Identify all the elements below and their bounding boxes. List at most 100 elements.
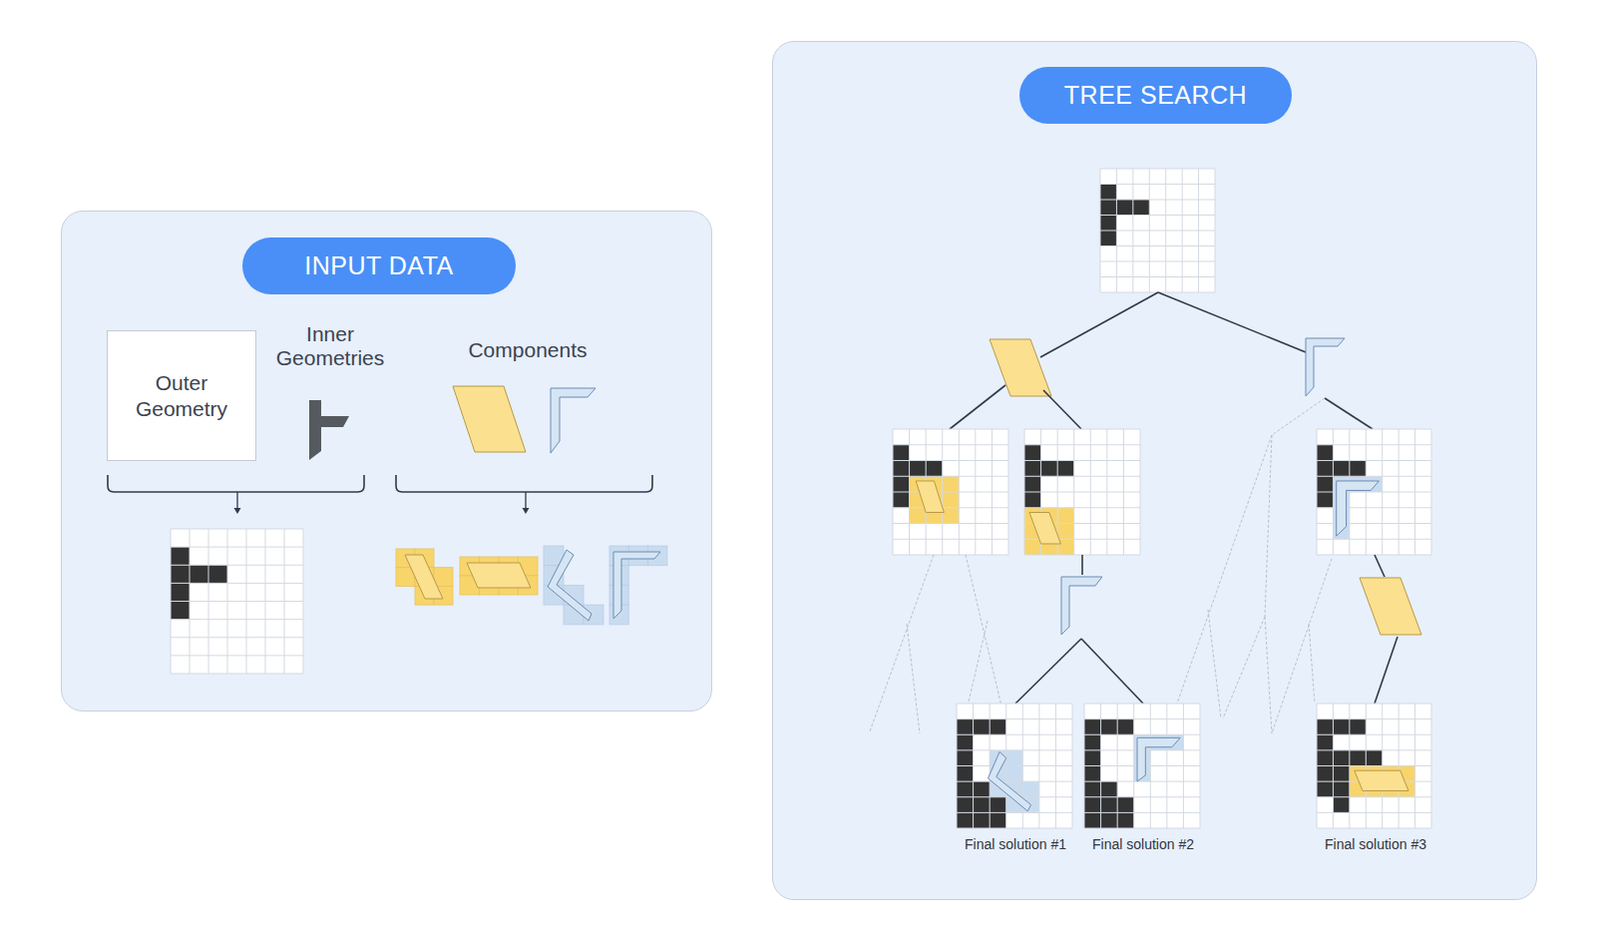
inner-geometry-cell	[1116, 199, 1133, 216]
grid-line	[1022, 703, 1024, 828]
grid-line	[1140, 428, 1142, 555]
occupied-cell	[1134, 750, 1152, 767]
pruned-branch	[1271, 558, 1332, 734]
occupied-cell	[942, 507, 960, 524]
inner-geometry-cell	[189, 564, 209, 583]
inner-geometry-cell	[956, 734, 974, 751]
grid-ground	[1316, 428, 1432, 555]
occupied-cell	[1365, 781, 1382, 798]
arrow-head	[522, 507, 530, 514]
inner-geometry-cell	[956, 750, 974, 767]
l-bracket-part	[550, 388, 596, 453]
grid-line	[1316, 443, 1432, 445]
inner-geometry-cell	[1332, 719, 1349, 736]
grid-line	[989, 703, 991, 828]
inner-geometry-cell	[1316, 444, 1333, 461]
grid-line	[1008, 428, 1010, 555]
inner-geometry-cell	[1100, 215, 1117, 232]
tree-branch	[1081, 638, 1144, 704]
inner-geometry-cell	[1084, 811, 1102, 828]
pruned-branch	[965, 554, 1008, 732]
grid-line	[956, 765, 1073, 767]
grid-line	[1072, 703, 1074, 828]
placement-cell	[543, 584, 564, 605]
placement-cell	[459, 575, 480, 595]
occupied-cell	[1024, 523, 1042, 540]
grid-line	[1316, 703, 1432, 705]
grid-line	[1100, 183, 1215, 185]
solution-caption: Final solution #3	[1297, 835, 1454, 852]
grid-line	[1100, 168, 1102, 293]
grid-line	[1316, 827, 1432, 829]
grid-line	[1084, 749, 1200, 751]
occupied-cell	[1024, 507, 1042, 524]
solution-grid: Final solution #3	[1297, 704, 1454, 852]
grid-line	[956, 703, 958, 828]
inner-geometry-cell	[892, 444, 910, 461]
group-bracket	[107, 474, 365, 492]
inner-geometry-cell	[1117, 797, 1135, 813]
grid-line	[892, 428, 1009, 430]
occupied-cell	[1006, 797, 1024, 813]
grid-line	[1316, 475, 1432, 477]
grid-line	[1040, 428, 1042, 555]
grid-line	[170, 654, 304, 656]
inner-geometry-cell	[1332, 781, 1349, 798]
occupied-cell	[1134, 766, 1152, 783]
grid-line	[1073, 428, 1075, 555]
grid-line	[956, 781, 1073, 783]
grid-line	[1100, 199, 1215, 201]
grid-line	[1132, 168, 1134, 293]
grid-line	[208, 528, 210, 674]
pruned-branch	[1271, 398, 1325, 435]
grid-line	[1365, 703, 1367, 828]
grid-line	[1084, 827, 1200, 829]
placement-cell	[609, 604, 629, 625]
arrow-head	[234, 507, 242, 514]
grid-line	[1316, 491, 1432, 493]
occupied-cell	[1041, 507, 1059, 524]
inner-geometry-cell	[1117, 811, 1135, 828]
grid-ground	[1100, 168, 1215, 293]
grid-line	[1100, 245, 1215, 247]
grid-line	[227, 528, 229, 674]
placement-cell	[498, 575, 519, 595]
placement-cell	[543, 545, 564, 566]
pruned-branch	[1308, 623, 1315, 704]
grid-line	[1100, 703, 1102, 828]
inner-geometry-cell	[956, 781, 974, 798]
inner-geometry-cell	[1084, 797, 1102, 813]
inner-geometry-cell	[1084, 734, 1102, 751]
occupied-cell	[925, 507, 943, 524]
inner-geometry-cell	[1316, 475, 1333, 492]
grid-line	[892, 475, 1009, 477]
occupied-cell	[925, 491, 943, 508]
geometry-box: Outer Geometry	[106, 330, 257, 461]
placement-cell	[479, 575, 500, 595]
occupied-cell	[989, 781, 1007, 798]
tree-branch	[1158, 292, 1306, 353]
pruned-branch	[869, 554, 934, 732]
grid-line	[1084, 811, 1200, 813]
grid-line	[1024, 538, 1141, 540]
placement-cell	[433, 567, 453, 587]
grid-line	[170, 600, 304, 602]
grid-ground	[1316, 703, 1432, 828]
occupied-cell	[989, 750, 1007, 767]
occupied-cell	[1349, 475, 1366, 492]
grid-ground	[956, 703, 1073, 828]
l-bracket-part	[987, 751, 1031, 810]
occupied-cell	[1167, 734, 1185, 751]
grid-ground	[892, 428, 1009, 555]
grid-line	[1100, 168, 1215, 170]
occupied-cell	[1332, 507, 1349, 524]
grid-line	[1038, 703, 1040, 828]
grid-line	[1183, 703, 1185, 828]
inner-geometry-cell	[973, 781, 991, 798]
occupied-cell	[1332, 475, 1349, 492]
grid-line	[1398, 703, 1400, 828]
inner-geometry-cell	[1117, 719, 1135, 736]
placement-cell	[609, 584, 629, 605]
grid-line	[1316, 765, 1432, 767]
grid-line	[1024, 506, 1141, 508]
